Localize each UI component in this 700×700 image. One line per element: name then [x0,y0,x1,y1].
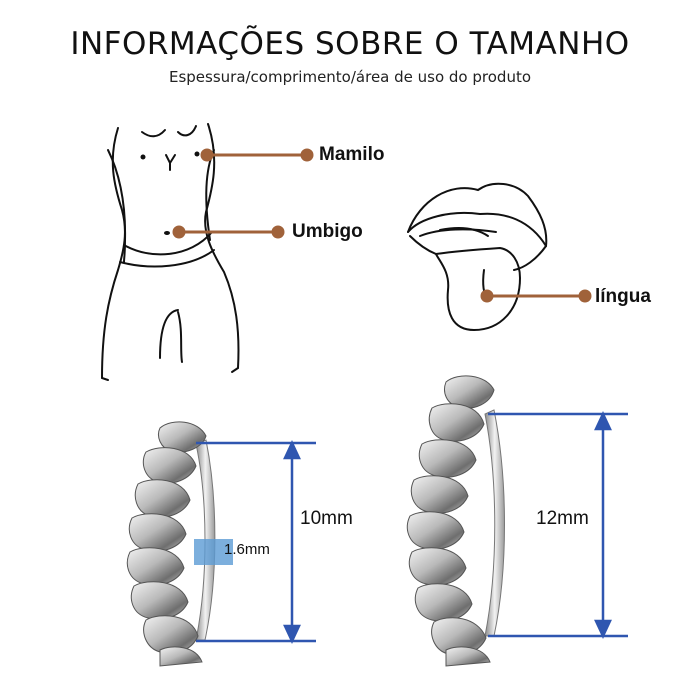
navel-label-dot [271,225,285,239]
tongue-label: língua [595,286,651,307]
thickness-highlight [194,539,233,565]
product-right-image [406,375,505,667]
nipple-marker-dot [200,148,214,162]
product-left-length-label: 10mm [300,508,353,529]
torso-marks [140,151,200,235]
product-right-length-label: 12mm [536,508,589,529]
tongue-marker-dot [480,289,494,303]
tongue-label-dot [578,289,592,303]
page-subtitle: Espessura/comprimento/área de uso do pro… [168,68,532,86]
callout-lines [172,148,592,303]
nipple-label-dot [300,148,314,162]
page-title: INFORMAÇÕES SOBRE O TAMANHO [70,26,630,62]
torso-illustration [101,123,240,381]
product-right-dimension [488,411,628,639]
navel-marker-dot [172,225,186,239]
mouth-illustration [407,182,548,332]
product-left-thickness-label: 1.6mm [224,541,270,558]
navel-label: Umbigo [292,221,363,242]
product-left-dimension [196,440,316,644]
nipple-label: Mamilo [319,144,385,165]
product-left-image [126,421,233,667]
